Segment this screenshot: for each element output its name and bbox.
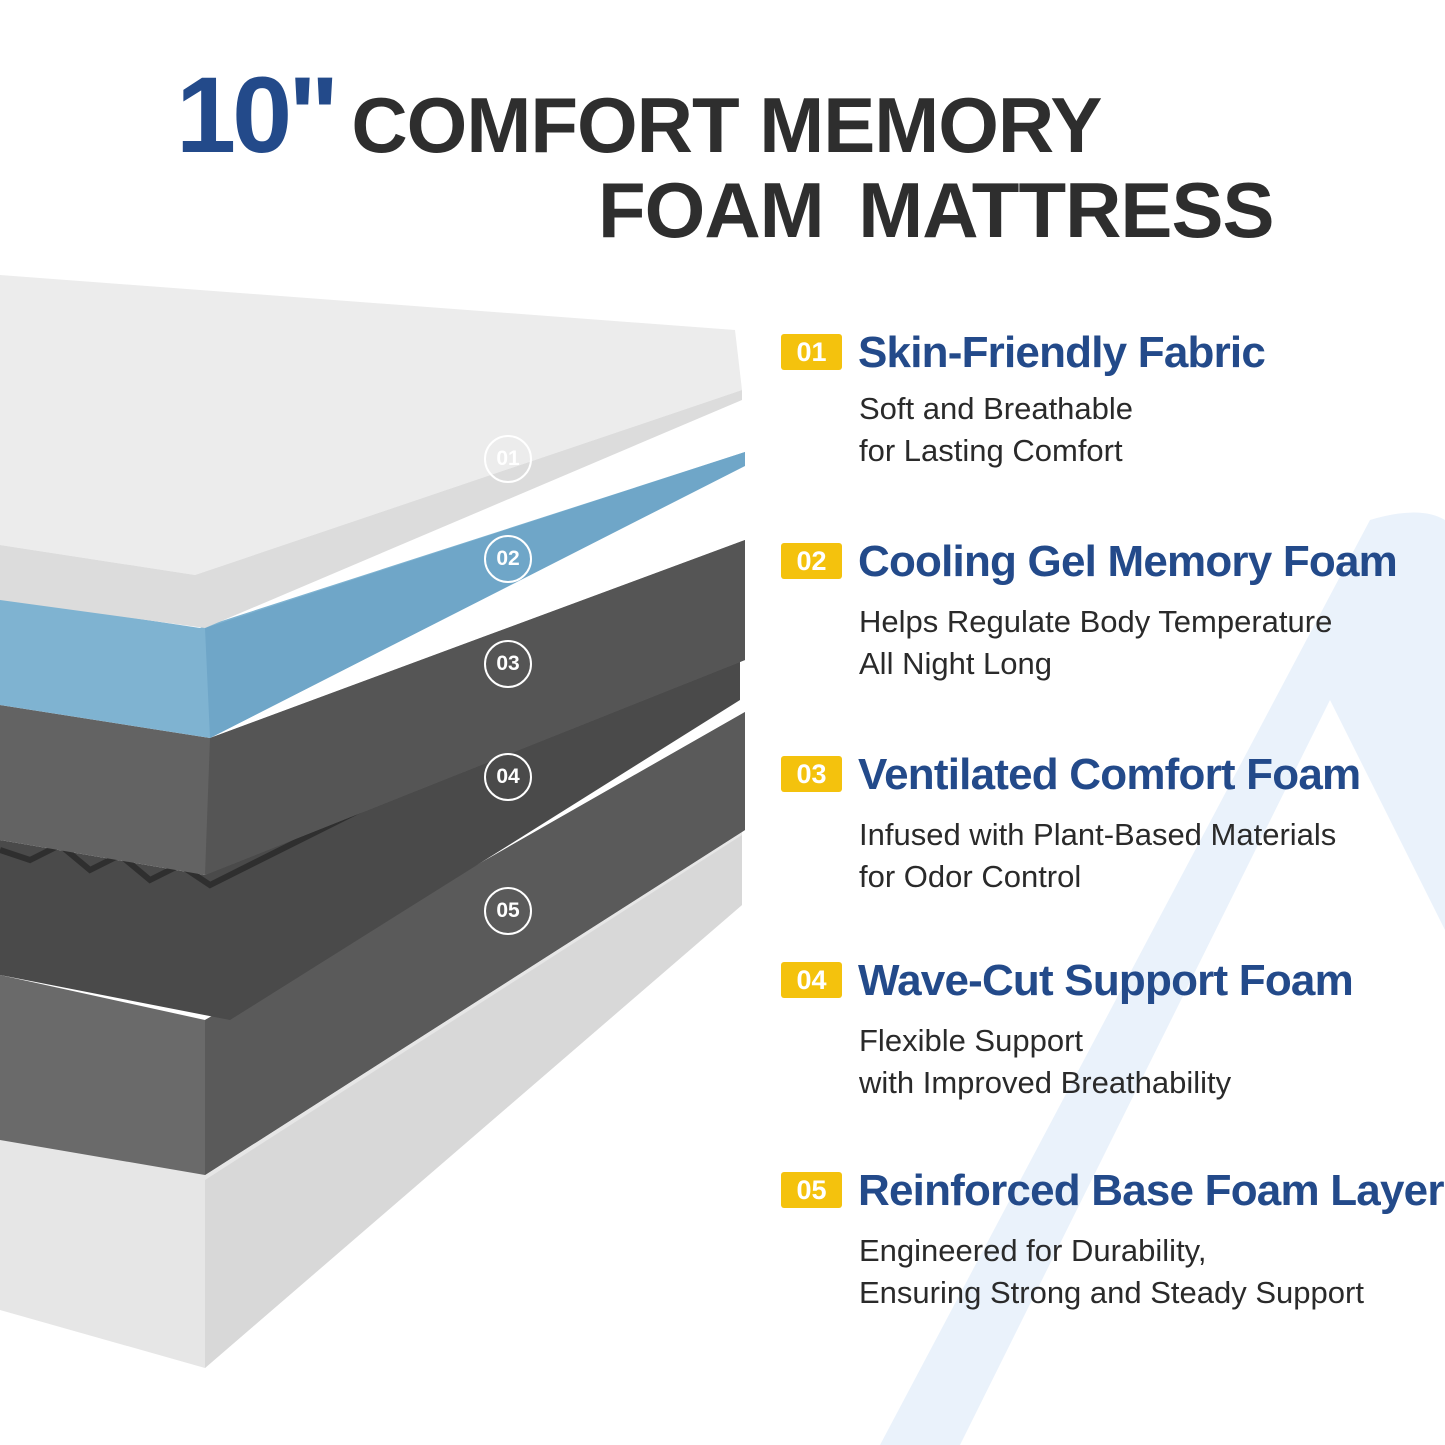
feature-badge: 03 [781, 756, 842, 792]
layer-marker: 03 [484, 640, 532, 688]
title-size: 10" [176, 54, 339, 175]
feature-title: Wave-Cut Support Foam [858, 956, 1354, 1005]
feature-title: Skin-Friendly Fabric [858, 328, 1266, 377]
feature-badge: 05 [781, 1172, 842, 1208]
layer-fabric-cover [0, 275, 742, 575]
feature-badge: 04 [781, 962, 842, 998]
feature-badge: 02 [781, 543, 842, 579]
layer-marker: 01 [484, 435, 532, 483]
feature-title: Ventilated Comfort Foam [858, 750, 1361, 799]
feature-title: Cooling Gel Memory Foam [858, 537, 1398, 586]
layer-marker: 02 [484, 535, 532, 583]
layer-marker: 04 [484, 753, 532, 801]
feature-desc: Engineered for Durability,Ensuring Stron… [859, 1233, 1364, 1310]
feature-badge: 01 [781, 334, 842, 370]
background-swoosh [880, 512, 1445, 1445]
feature-title: Reinforced Base Foam Layer [858, 1166, 1444, 1215]
layer-marker: 05 [484, 887, 532, 935]
title-line-2: FOAM MATTRESS [598, 166, 1275, 254]
title-line-1: 10"COMFORT MEMORY [176, 54, 1102, 175]
